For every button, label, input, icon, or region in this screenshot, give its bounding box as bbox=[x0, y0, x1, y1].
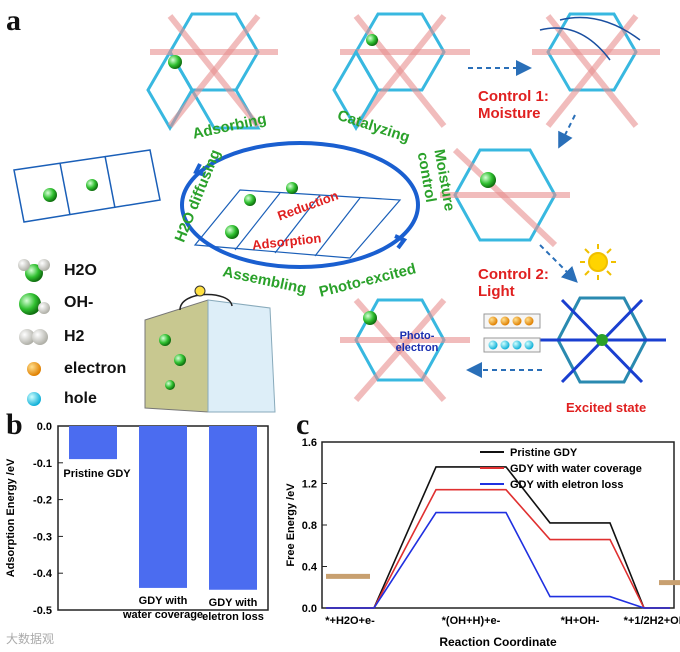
water-molecule-icon bbox=[18, 259, 50, 282]
watermark: 大数据观 bbox=[6, 632, 55, 646]
x-axis-label: Reaction Coordinate bbox=[439, 635, 557, 649]
panel-a-label: a bbox=[6, 4, 21, 37]
label-control-1: Control 1: Moisture bbox=[478, 88, 549, 122]
series-line-2 bbox=[326, 511, 670, 609]
legend-label: H2 bbox=[64, 328, 85, 345]
y-tick-label: 0.4 bbox=[302, 562, 318, 574]
hydrogen-molecule-icon bbox=[19, 329, 48, 345]
bar-label: Pristine GDY bbox=[63, 468, 131, 480]
series-line-1 bbox=[326, 488, 670, 609]
label-excited-state: Excited state bbox=[566, 400, 647, 415]
y-axis-label: Adsorption Energy /eV bbox=[5, 458, 17, 577]
y-axis-label: Free Energy /eV bbox=[285, 483, 297, 567]
bar-1 bbox=[139, 426, 187, 588]
chart-b: 0.0 -0.1 -0.2 -0.3 -0.4 -0.5 Adsorption Energy… bbox=[5, 421, 269, 623]
bar-label: GDY with bbox=[139, 595, 188, 607]
bar-2 bbox=[209, 426, 257, 590]
gdy-framework-top-right bbox=[532, 12, 660, 128]
bar-label: water coverage bbox=[122, 609, 203, 621]
panel-b-label: b bbox=[6, 408, 23, 441]
legend-item-hole: hole bbox=[16, 388, 97, 410]
legend-label: Pristine GDY bbox=[510, 447, 578, 459]
legend-item-h2: H2 bbox=[16, 326, 84, 348]
legend-label: GDY with water coverage bbox=[510, 463, 642, 475]
cycle-ellipse bbox=[180, 141, 420, 269]
bar-label: eletron loss bbox=[202, 611, 264, 623]
label-control-2: Control 2: Light bbox=[478, 266, 549, 300]
electron-dot-icon bbox=[27, 362, 41, 376]
hydroxide-icon bbox=[19, 293, 50, 315]
gdy-sheet-center bbox=[193, 182, 402, 259]
legend-label: H2O bbox=[64, 262, 97, 279]
surface-slab-icon bbox=[659, 580, 680, 586]
gdy-framework-middle-right bbox=[440, 147, 570, 248]
gdy-framework-top-left bbox=[146, 12, 278, 131]
gdy-sheet-left bbox=[13, 149, 161, 223]
surface-slab-icon bbox=[326, 573, 370, 579]
y-tick-label: 1.6 bbox=[302, 437, 317, 449]
x-state-label: *+1/2H2+OH- bbox=[624, 615, 680, 627]
legend-label: OH- bbox=[64, 294, 94, 311]
device-illustration bbox=[144, 285, 276, 413]
legend-item-h2o: H2O bbox=[16, 258, 97, 284]
y-tick-label: 1.2 bbox=[302, 479, 317, 491]
y-tick-label: -0.1 bbox=[33, 458, 52, 470]
y-tick-label: -0.3 bbox=[33, 531, 52, 543]
label-photo-electron: Photo-electron bbox=[395, 330, 439, 354]
bar-0 bbox=[69, 426, 117, 460]
bar-label: GDY with bbox=[209, 597, 258, 609]
y-tick-label: 0.0 bbox=[37, 421, 52, 433]
y-tick-label: -0.4 bbox=[33, 568, 53, 580]
dashed-arrows bbox=[466, 60, 578, 378]
legend-label: hole bbox=[64, 390, 97, 407]
legend-label: electron bbox=[64, 360, 127, 377]
y-tick-label: 0.0 bbox=[302, 603, 317, 615]
panel-a-schematic bbox=[13, 12, 666, 413]
hole-dot-icon bbox=[27, 392, 41, 406]
x-state-label: *(OH+H)+e- bbox=[442, 615, 501, 627]
sun-icon bbox=[580, 244, 616, 280]
panel-c-label: c bbox=[296, 408, 310, 441]
legend-item-electron: electron bbox=[16, 358, 126, 380]
electron-hole-transfer bbox=[483, 313, 541, 353]
y-tick-label: 0.8 bbox=[302, 520, 317, 532]
x-state-label: *H+OH- bbox=[561, 615, 600, 627]
gdy-framework-top-center bbox=[332, 12, 470, 131]
gdy-framework-excited bbox=[540, 296, 666, 384]
series-line-0 bbox=[326, 466, 670, 609]
y-tick-label: -0.2 bbox=[33, 495, 52, 507]
y-tick-label: -0.5 bbox=[33, 605, 52, 617]
x-state-label: *+H2O+e- bbox=[325, 615, 375, 627]
gdy-framework-bottom-center bbox=[340, 298, 470, 402]
legend-item-oh: OH- bbox=[16, 290, 93, 316]
legend-label: GDY with eletron loss bbox=[510, 479, 624, 491]
